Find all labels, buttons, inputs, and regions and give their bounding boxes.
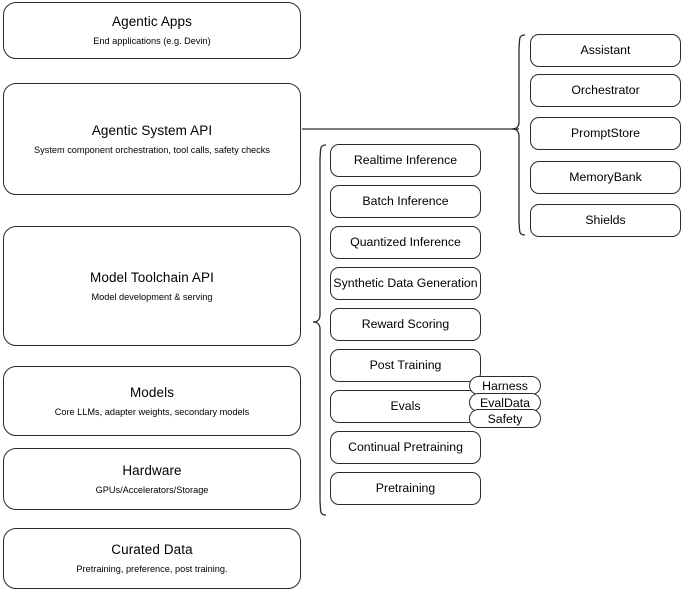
layer-title: Models [129, 384, 175, 400]
layer-subtitle: GPUs/Accelerators/Storage [95, 484, 209, 495]
evals-tag-label: EvalData [480, 395, 530, 410]
layer-title: Curated Data [111, 542, 193, 557]
system-component-promptstore[interactable]: PromptStore [530, 117, 681, 150]
layer-subtitle: Pretraining, preference, post training. [76, 564, 228, 574]
capability-continual-pretraining[interactable]: Continual Pretraining [330, 431, 481, 464]
system-component-label: Orchestrator [571, 83, 640, 97]
system-component-label: PromptStore [570, 126, 641, 140]
capability-label: Evals [390, 399, 421, 413]
capability-label: Synthetic Data Generation [333, 276, 478, 290]
toolchain-capabilities-brace [312, 144, 327, 516]
layer-subtitle: End applications (e.g. Devin) [93, 36, 211, 46]
layer-agentic-system-api[interactable]: Agentic System API System component orch… [3, 83, 301, 195]
capability-label: Reward Scoring [361, 317, 450, 331]
layer-title: Agentic Apps [111, 14, 192, 29]
system-component-label: Shields [585, 213, 626, 227]
layer-curated-data[interactable]: Curated Data Pretraining, preference, po… [3, 528, 301, 589]
capability-label: Pretraining [375, 481, 436, 495]
capability-label: Continual Pretraining [348, 440, 463, 454]
capability-synthetic-data-generation[interactable]: Synthetic Data Generation [330, 267, 481, 300]
system-component-orchestrator[interactable]: Orchestrator [530, 74, 681, 107]
layer-models[interactable]: Models Core LLMs, adapter weights, secon… [3, 366, 301, 436]
system-components-brace [511, 34, 526, 236]
layer-agentic-apps[interactable]: Agentic Apps End applications (e.g. Devi… [3, 2, 301, 59]
layer-title: Agentic System API [91, 122, 213, 138]
capability-label: Batch Inference [362, 194, 449, 208]
capability-evals[interactable]: Evals [330, 390, 481, 423]
layer-model-toolchain-api[interactable]: Model Toolchain API Model development & … [3, 226, 301, 346]
capability-post-training[interactable]: Post Training [330, 349, 481, 382]
capability-pretraining[interactable]: Pretraining [330, 472, 481, 505]
system-component-assistant[interactable]: Assistant [530, 34, 681, 67]
system-component-label: Assistant [580, 43, 631, 57]
capability-label: Post Training [369, 358, 442, 372]
system-component-label: MemoryBank [569, 170, 642, 184]
system-component-shields[interactable]: Shields [530, 204, 681, 237]
layer-title: Hardware [122, 462, 182, 478]
layer-title: Model Toolchain API [90, 269, 214, 285]
system-component-memorybank[interactable]: MemoryBank [530, 161, 681, 194]
capability-label: Quantized Inference [350, 235, 461, 249]
evals-tag-label: Safety [487, 411, 523, 426]
capability-quantized-inference[interactable]: Quantized Inference [330, 226, 481, 259]
capability-batch-inference[interactable]: Batch Inference [330, 185, 481, 218]
capability-realtime-inference[interactable]: Realtime Inference [330, 144, 481, 177]
layer-subtitle: System component orchestration, tool cal… [34, 144, 270, 155]
evals-tag-label: Harness [482, 378, 528, 393]
layer-subtitle: Model development & serving [91, 291, 213, 302]
evals-tag-safety[interactable]: Safety [469, 409, 541, 428]
capability-reward-scoring[interactable]: Reward Scoring [330, 308, 481, 341]
capability-label: Realtime Inference [353, 153, 458, 167]
layer-subtitle: Core LLMs, adapter weights, secondary mo… [54, 406, 250, 417]
layer-hardware[interactable]: Hardware GPUs/Accelerators/Storage [3, 448, 301, 510]
